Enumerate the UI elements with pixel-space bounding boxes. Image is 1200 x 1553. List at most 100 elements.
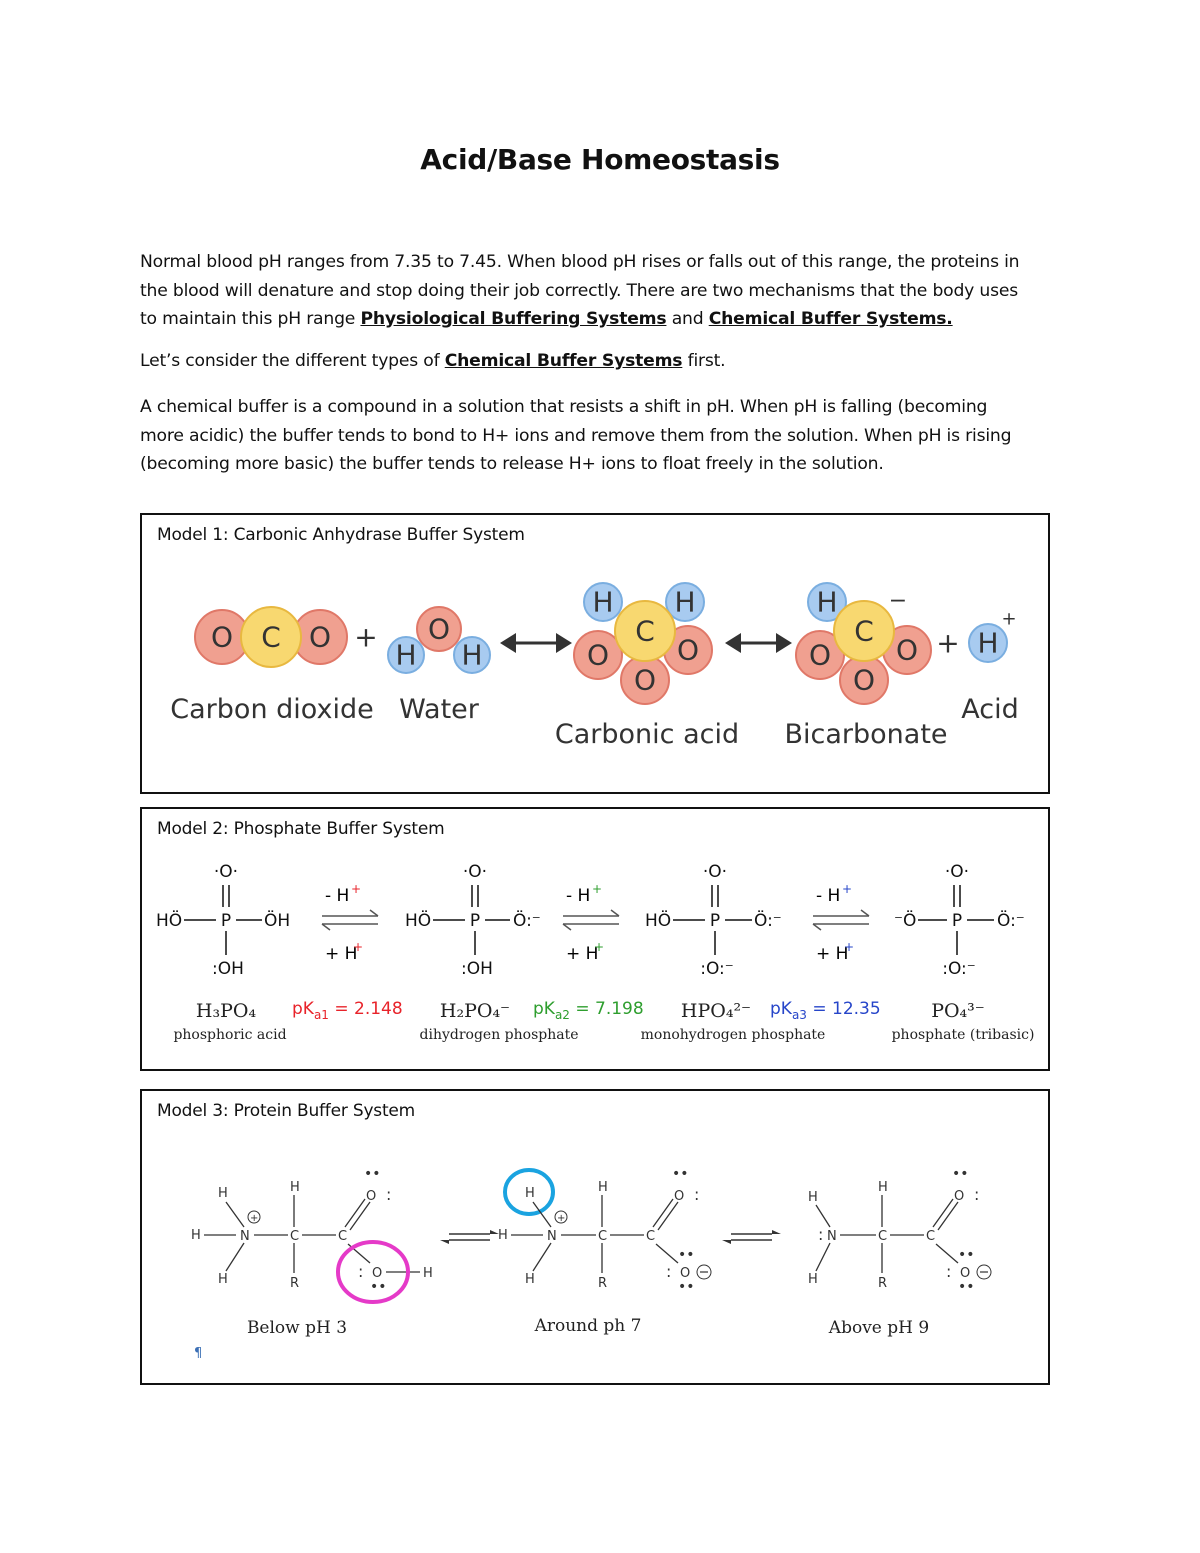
svg-text:O: O	[366, 1189, 376, 1204]
svg-text:H: H	[977, 627, 998, 660]
buffer-def-line-2: more acidic) the buffer tends to bond to…	[140, 425, 1012, 446]
svg-text:O: O	[587, 639, 609, 672]
label-around-ph7: Around ph 7	[534, 1316, 642, 1336]
svg-text:P: P	[221, 911, 231, 931]
svg-text::OH: :OH	[212, 959, 244, 979]
carbonic-acid-molecule: H H O O O C	[573, 582, 713, 705]
svg-text:H: H	[525, 1272, 535, 1287]
svg-text::: :	[818, 1225, 823, 1244]
label-bicarbonate: Bicarbonate	[784, 719, 947, 750]
amino-acid-above-ph9: H H : N C H R C O •• : : O •• ••	[808, 1166, 992, 1295]
plus-sign: +	[354, 621, 377, 654]
svg-text:H: H	[218, 1272, 228, 1287]
svg-text:C: C	[646, 1229, 655, 1244]
svg-text:••: ••	[678, 1279, 695, 1295]
svg-text:ÖH: ÖH	[264, 909, 290, 931]
model-2-box: Model 2: Phosphate Buffer System ·O· P H…	[140, 807, 1050, 1071]
svg-text:O: O	[674, 1189, 684, 1204]
chemical-buffer-link: Chemical Buffer Systems.	[708, 309, 953, 329]
intro-line-3: to maintain this pH range Physiological …	[140, 309, 953, 329]
carbon-dioxide-molecule: O C O	[194, 606, 348, 668]
svg-text:+: +	[557, 1213, 565, 1224]
page-title: Acid/Base Homeostasis	[420, 143, 780, 176]
svg-text:C: C	[926, 1229, 935, 1244]
svg-text:C: C	[878, 1229, 887, 1244]
formula-hpo4: HPO₄²⁻	[681, 1000, 751, 1022]
svg-text:+ H: + H	[325, 944, 357, 964]
hydrogen-atom	[583, 582, 623, 622]
svg-text:+: +	[844, 940, 854, 954]
svg-text:H: H	[461, 639, 482, 672]
hydrogen-atom	[665, 582, 705, 622]
intro-line-2: the blood will denature and stop doing t…	[140, 280, 1018, 301]
label-carbon-dioxide: Carbon dioxide	[170, 694, 373, 725]
phosphate-buffer-diagram: ·O· P HÖ ÖH :OH - H + + H + ·O· P	[156, 862, 1034, 1043]
svg-text:R: R	[290, 1276, 299, 1291]
svg-text:O: O	[677, 634, 699, 667]
svg-text:H: H	[395, 639, 416, 672]
model-2-title: Model 2: Phosphate Buffer System	[157, 819, 445, 839]
carbon-atom	[614, 600, 676, 662]
svg-text:HÖ: HÖ	[156, 909, 182, 931]
svg-text:O: O	[954, 1189, 964, 1204]
name-monohydrogen-phosphate: monohydrogen phosphate	[641, 1027, 826, 1043]
svg-text:••: ••	[952, 1166, 969, 1182]
buffer-def-line-3: (becoming more basic) the buffer tends t…	[140, 454, 884, 474]
buffer-definition-paragraph: A chemical buffer is a compound in a sol…	[140, 393, 1070, 479]
svg-text:H: H	[816, 586, 837, 619]
model-1-box: Model 1: Carbonic Anhydrase Buffer Syste…	[140, 513, 1050, 794]
svg-text:O: O	[372, 1266, 382, 1281]
pka1-label: pKa1 = 2.148	[292, 999, 403, 1022]
hydrogen-atom	[453, 636, 491, 674]
paragraph-mark: ¶	[194, 1346, 202, 1361]
svg-text:H: H	[423, 1266, 433, 1281]
phosphate-structure: ·O· P ⁻Ö Ö:⁻ :O:⁻	[894, 862, 1025, 979]
carbonic-buffer-diagram: O C O + O H H H H O O	[170, 582, 1019, 750]
equilibrium-3: - H + + H +	[812, 882, 870, 964]
svg-text:- H: - H	[325, 886, 349, 906]
svg-text::: :	[974, 1185, 979, 1204]
svg-text::: :	[386, 1185, 391, 1204]
protein-buffer-diagram: H H H N + C H R C O •• : : O ••	[191, 1166, 992, 1361]
svg-text:O: O	[809, 639, 831, 672]
svg-text::O:⁻: :O:⁻	[942, 959, 976, 979]
svg-text:−: −	[889, 589, 907, 614]
svg-text:HÖ: HÖ	[405, 909, 431, 931]
equilibrium-2: - H + + H +	[562, 882, 620, 964]
svg-text:N: N	[547, 1229, 557, 1244]
svg-text:R: R	[878, 1276, 887, 1291]
svg-text::: :	[666, 1262, 671, 1281]
model-1-title: Model 1: Carbonic Anhydrase Buffer Syste…	[157, 525, 525, 545]
svg-text:O: O	[680, 1266, 690, 1281]
svg-text:H: H	[498, 1228, 508, 1243]
svg-text:C: C	[598, 1229, 607, 1244]
double-arrow-2	[725, 633, 792, 653]
svg-text:H: H	[598, 1180, 608, 1195]
svg-text:••: ••	[672, 1166, 689, 1182]
svg-text:H: H	[525, 1186, 535, 1201]
label-carbonic-acid: Carbonic acid	[555, 719, 739, 750]
svg-text:·O·: ·O·	[703, 862, 727, 882]
formula-po4: PO₄³⁻	[931, 1000, 985, 1022]
formula-h3po4: H₃PO₄	[196, 1000, 257, 1022]
svg-text:P: P	[710, 911, 720, 931]
svg-text::OH: :OH	[461, 959, 493, 979]
hydrogen-atom	[968, 623, 1008, 663]
hydrogen-atom	[387, 636, 425, 674]
buffer-def-line-1: A chemical buffer is a compound in a sol…	[140, 397, 988, 417]
svg-text:••: ••	[364, 1166, 381, 1182]
svg-text:O: O	[896, 634, 918, 667]
dihydrogen-phosphate-structure: ·O· P HÖ Ö:⁻ :OH	[405, 862, 541, 979]
svg-text:C: C	[854, 615, 874, 648]
svg-text:H: H	[878, 1180, 888, 1195]
svg-text:Ö:⁻: Ö:⁻	[754, 909, 782, 931]
svg-text:H: H	[808, 1190, 818, 1205]
svg-text:- H: - H	[816, 886, 840, 906]
svg-text:P: P	[470, 911, 480, 931]
svg-text:⁻Ö: ⁻Ö	[894, 909, 916, 931]
label-acid: Acid	[961, 694, 1018, 725]
svg-text:+: +	[353, 940, 363, 954]
svg-text:O: O	[634, 664, 656, 697]
hydrogen-ion: H +	[968, 609, 1017, 663]
intro-line-1: Normal blood pH ranges from 7.35 to 7.45…	[140, 252, 1020, 272]
